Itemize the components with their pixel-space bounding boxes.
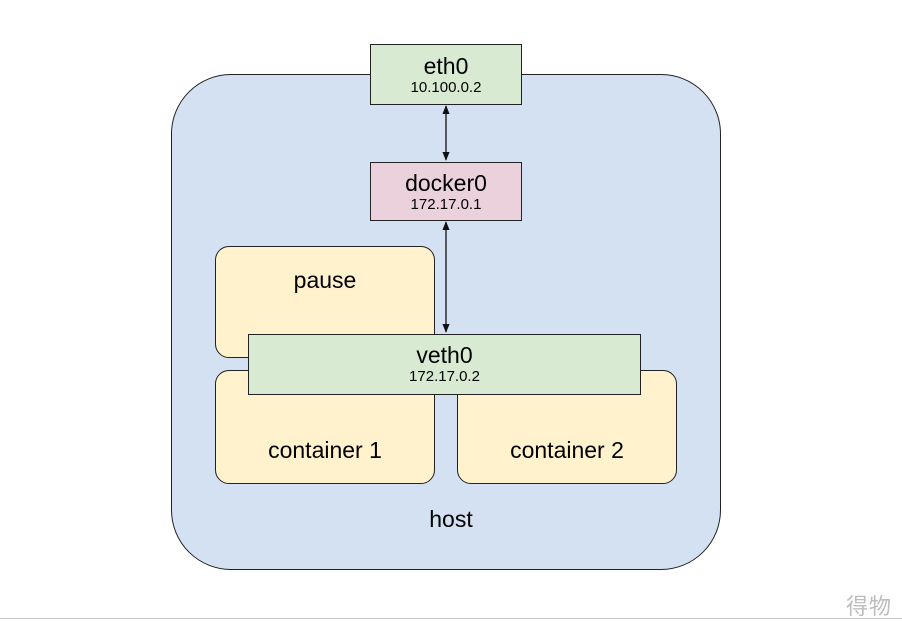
docker0-bridge: docker0 172.17.0.1 [370,162,522,221]
container-2-label: container 2 [510,437,624,463]
eth0-name: eth0 [423,53,469,79]
watermark-logo: 得物 [846,595,893,620]
veth0-ip: 172.17.0.2 [409,368,480,385]
eth0-interface: eth0 10.100.0.2 [370,44,522,105]
veth0-interface: veth0 172.17.0.2 [248,334,641,395]
container-1-label: container 1 [268,437,382,463]
bottom-divider [0,618,902,619]
pause-label: pause [293,267,357,293]
docker0-ip: 172.17.0.1 [410,196,482,213]
docker0-name: docker0 [405,170,487,196]
eth0-ip: 10.100.0.2 [410,79,482,96]
veth0-name: veth0 [416,342,473,368]
host-label: host [429,506,473,532]
